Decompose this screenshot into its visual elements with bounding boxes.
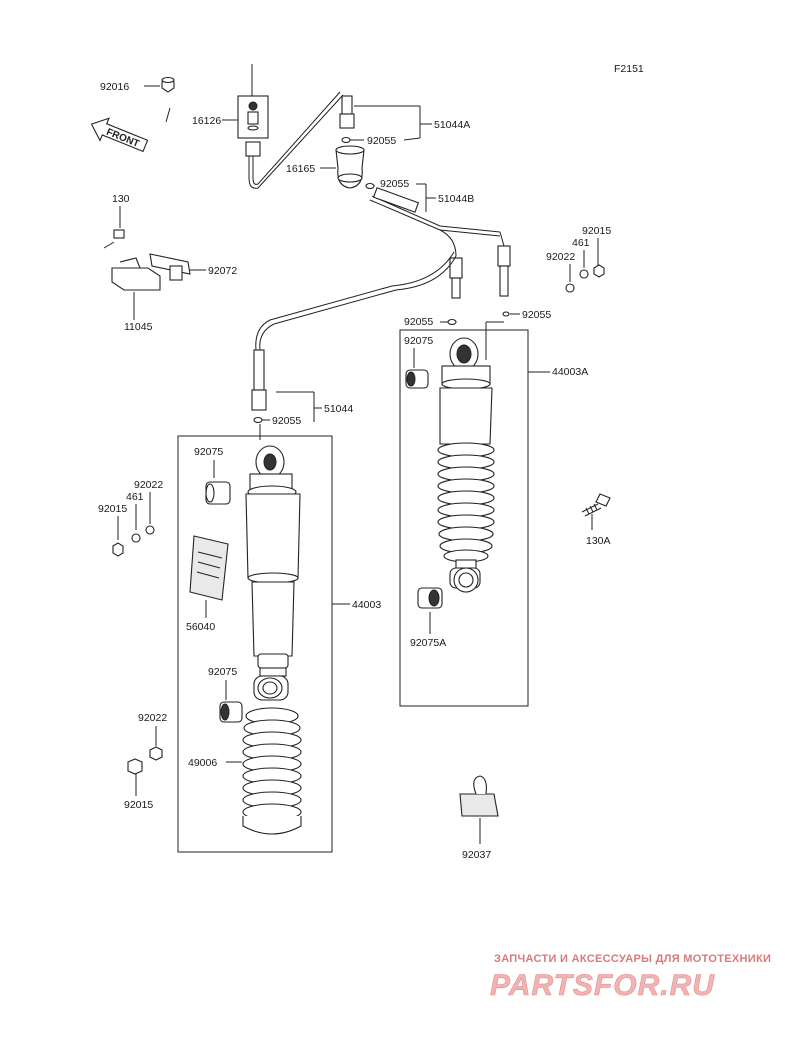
label-461-r: 461 (572, 237, 590, 249)
nut-92015-r (593, 264, 605, 278)
label-11045: 11045 (124, 321, 153, 333)
bolt-130A (581, 493, 611, 517)
clip-92037 (459, 775, 499, 817)
label-92055-e: 92055 (272, 415, 301, 427)
label-92075-l: 92075 (194, 446, 223, 458)
hose-fitting-51044A (341, 95, 353, 115)
label-16126: 16126 (192, 115, 221, 127)
nut-92016 (161, 76, 175, 93)
label-92016: 92016 (100, 81, 129, 93)
label-92072: 92072 (208, 265, 237, 277)
label-92015-l2: 92015 (124, 799, 153, 811)
hose-fitting-51044 (253, 349, 265, 391)
label-92075A: 92075A (410, 637, 446, 649)
bolt-130 (103, 229, 125, 249)
label-16165: 16165 (286, 163, 315, 175)
label-92055-c: 92055 (404, 316, 433, 328)
nut-92022-l2 (149, 746, 163, 761)
label-92055-b: 92055 (380, 178, 409, 190)
watermark-tagline: ЗАПЧАСТИ И АКСЕССУАРЫ ДЛЯ МОТОТЕХНИКИ (494, 953, 771, 965)
label-92075-r: 92075 (404, 335, 433, 347)
washer-92055-c (447, 318, 457, 326)
washer-92055-b (365, 182, 375, 190)
label-92022-l: 92022 (134, 479, 163, 491)
label-92055-d: 92055 (522, 309, 551, 321)
washer-92055-e (253, 416, 263, 424)
clip-92072 (149, 253, 191, 281)
bushing-92075-l (205, 481, 231, 505)
washer-92055-d (502, 311, 510, 317)
watermark-brand: PARTSFOR.RU (490, 969, 715, 1002)
label-49006: 49006 (188, 757, 217, 769)
washer-461-r (579, 269, 589, 279)
label-92022-l2: 92022 (138, 712, 167, 724)
shock-absorber-44003 (245, 445, 301, 701)
hose-fitting-51044B (372, 187, 420, 213)
label-plate-56040 (189, 535, 229, 601)
washer-461-l (131, 533, 141, 543)
reservoir-16165 (335, 145, 365, 189)
label-92055-a: 92055 (367, 135, 396, 147)
label-44003: 44003 (352, 599, 381, 611)
label-44003A: 44003A (552, 366, 588, 378)
bushing-92075-l2 (219, 701, 243, 723)
bracket-11045 (111, 257, 161, 291)
assembly-box-44003A (399, 329, 529, 707)
label-92075-l2: 92075 (208, 666, 237, 678)
label-92015-r: 92015 (582, 225, 611, 237)
label-92015-l: 92015 (98, 503, 127, 515)
label-51044A: 51044A (434, 119, 470, 131)
bushing-92075A (417, 587, 443, 609)
label-92037: 92037 (462, 849, 491, 861)
washer-92055-a (341, 136, 351, 144)
washer-92022-l (145, 525, 155, 535)
diagram-code: F2151 (614, 63, 644, 75)
label-92022-r: 92022 (546, 251, 575, 263)
nut-92015-l2 (127, 758, 143, 775)
label-130A: 130A (586, 535, 611, 547)
label-56040: 56040 (186, 621, 215, 633)
dust-boot-49006 (242, 707, 302, 835)
label-51044: 51044 (324, 403, 353, 415)
assembly-box-44003 (177, 435, 333, 853)
label-130: 130 (112, 193, 130, 205)
shock-absorber-44003A (437, 337, 495, 593)
label-461-l: 461 (126, 491, 144, 503)
front-arrow-icon: FRONT (90, 117, 149, 153)
washer-92022-r (565, 283, 575, 293)
label-51044B: 51044B (438, 193, 474, 205)
bushing-92075-r (405, 369, 429, 389)
nut-92015-l (112, 542, 124, 557)
